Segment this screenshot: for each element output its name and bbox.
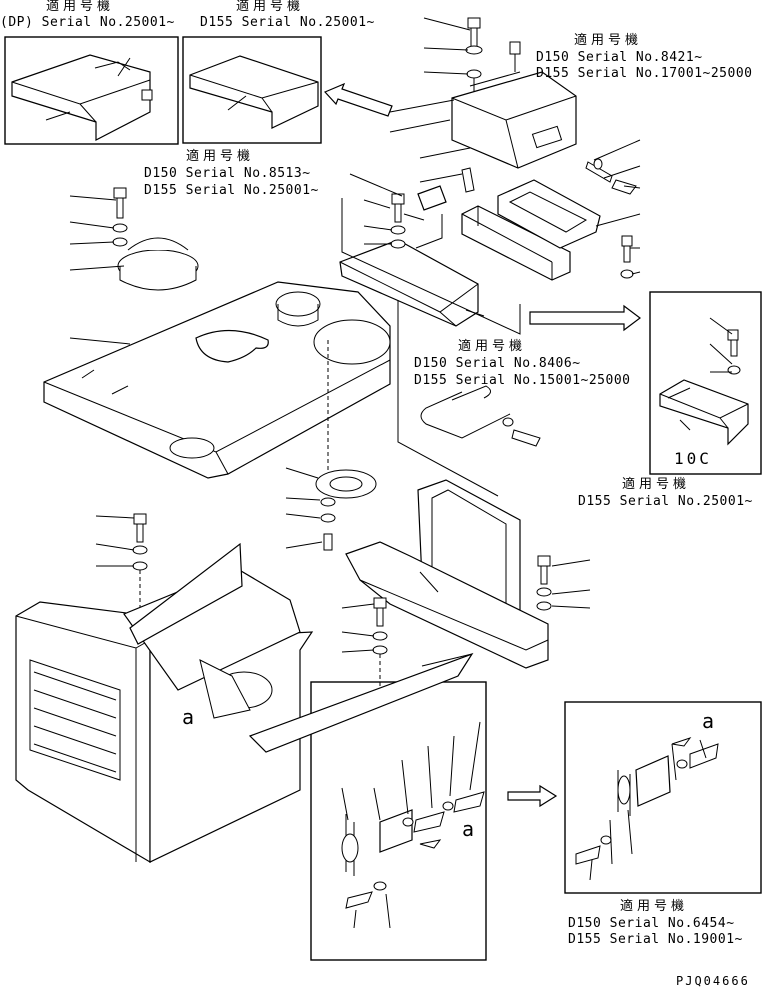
callout-title: 適用号機 [574,33,643,48]
inset-frame-10c [649,291,762,475]
leader-lines [69,17,733,929]
cover-dp-shape [11,54,153,141]
lamp-bracket-right [575,737,719,865]
callout-line: D155 Serial No.19001~ [568,932,743,947]
duct-frame [461,179,601,281]
main-hood-cover [43,281,391,479]
bolt-center-top [390,193,406,249]
inset-10c-bracket [659,329,749,446]
callout-line: D155 Serial No.25001~ [200,15,375,30]
upper-cover-box [451,71,577,169]
callout-line: D150 Serial No.8406~ [414,356,581,371]
filter-cap [117,237,199,291]
callout-line: D155 Serial No.25001~ [578,494,753,509]
guide-frame-center [341,198,521,335]
inset-frame-lamp-right [564,701,762,894]
callout-line: D155 Serial No.15001~25000 [414,373,631,388]
guide-frame-middle [397,300,499,497]
callout-title: 適用号機 [622,477,691,492]
arrow-to-lamp-right [507,784,558,808]
u-clamp [420,385,511,439]
callout-line: D155 Serial No.17001~25000 [536,66,753,81]
bolt-left-top [112,187,128,247]
callout-title: 適用号機 [186,149,255,164]
bolt-lower-left [132,513,148,571]
drawing-number: PJQ04666 [676,974,750,988]
callout-title: 適用号機 [236,0,305,14]
callout-line: D150 Serial No.8421~ [536,50,703,65]
radiator-housing [15,567,474,864]
washers-center [320,497,336,551]
gasket-ring [315,469,377,499]
bolt-clamp [502,417,541,447]
callout-title: 適用号機 [620,899,689,914]
inset-frame-d155-top [182,36,322,144]
callout-title: 適用号機 [46,0,115,14]
arrow-to-10c [529,304,641,332]
bolt-bracket-right [536,555,552,611]
callout-title: 適用号機 [458,339,527,354]
inset-frame-dp [4,36,179,145]
arrow-to-inset-top [323,82,393,117]
bolt-top-right-1 [465,17,483,92]
callout-line: D150 Serial No.6454~ [568,916,735,931]
bracket-frame [345,479,549,669]
view-label-10c: 10C [674,449,712,468]
callout-line: D155 Serial No.25001~ [144,183,319,198]
callout-line: D150 Serial No.8513~ [144,166,311,181]
cover-d155-shape [189,55,319,129]
bolt-duct-right [620,235,634,279]
callout-line: (DP) Serial No.25001~ [0,15,175,30]
grommet-top [509,41,521,72]
lamp-bracket-left [341,791,485,909]
cushion-parts [417,167,475,211]
ref-marker-a-inset-right: a [702,709,715,733]
bolt-right-side [585,158,637,195]
side-plate-upper [129,542,243,645]
bolt-lower-center [372,597,388,655]
ref-marker-a-inset-left: a [462,817,475,841]
ref-marker-a-left: a [182,705,195,729]
